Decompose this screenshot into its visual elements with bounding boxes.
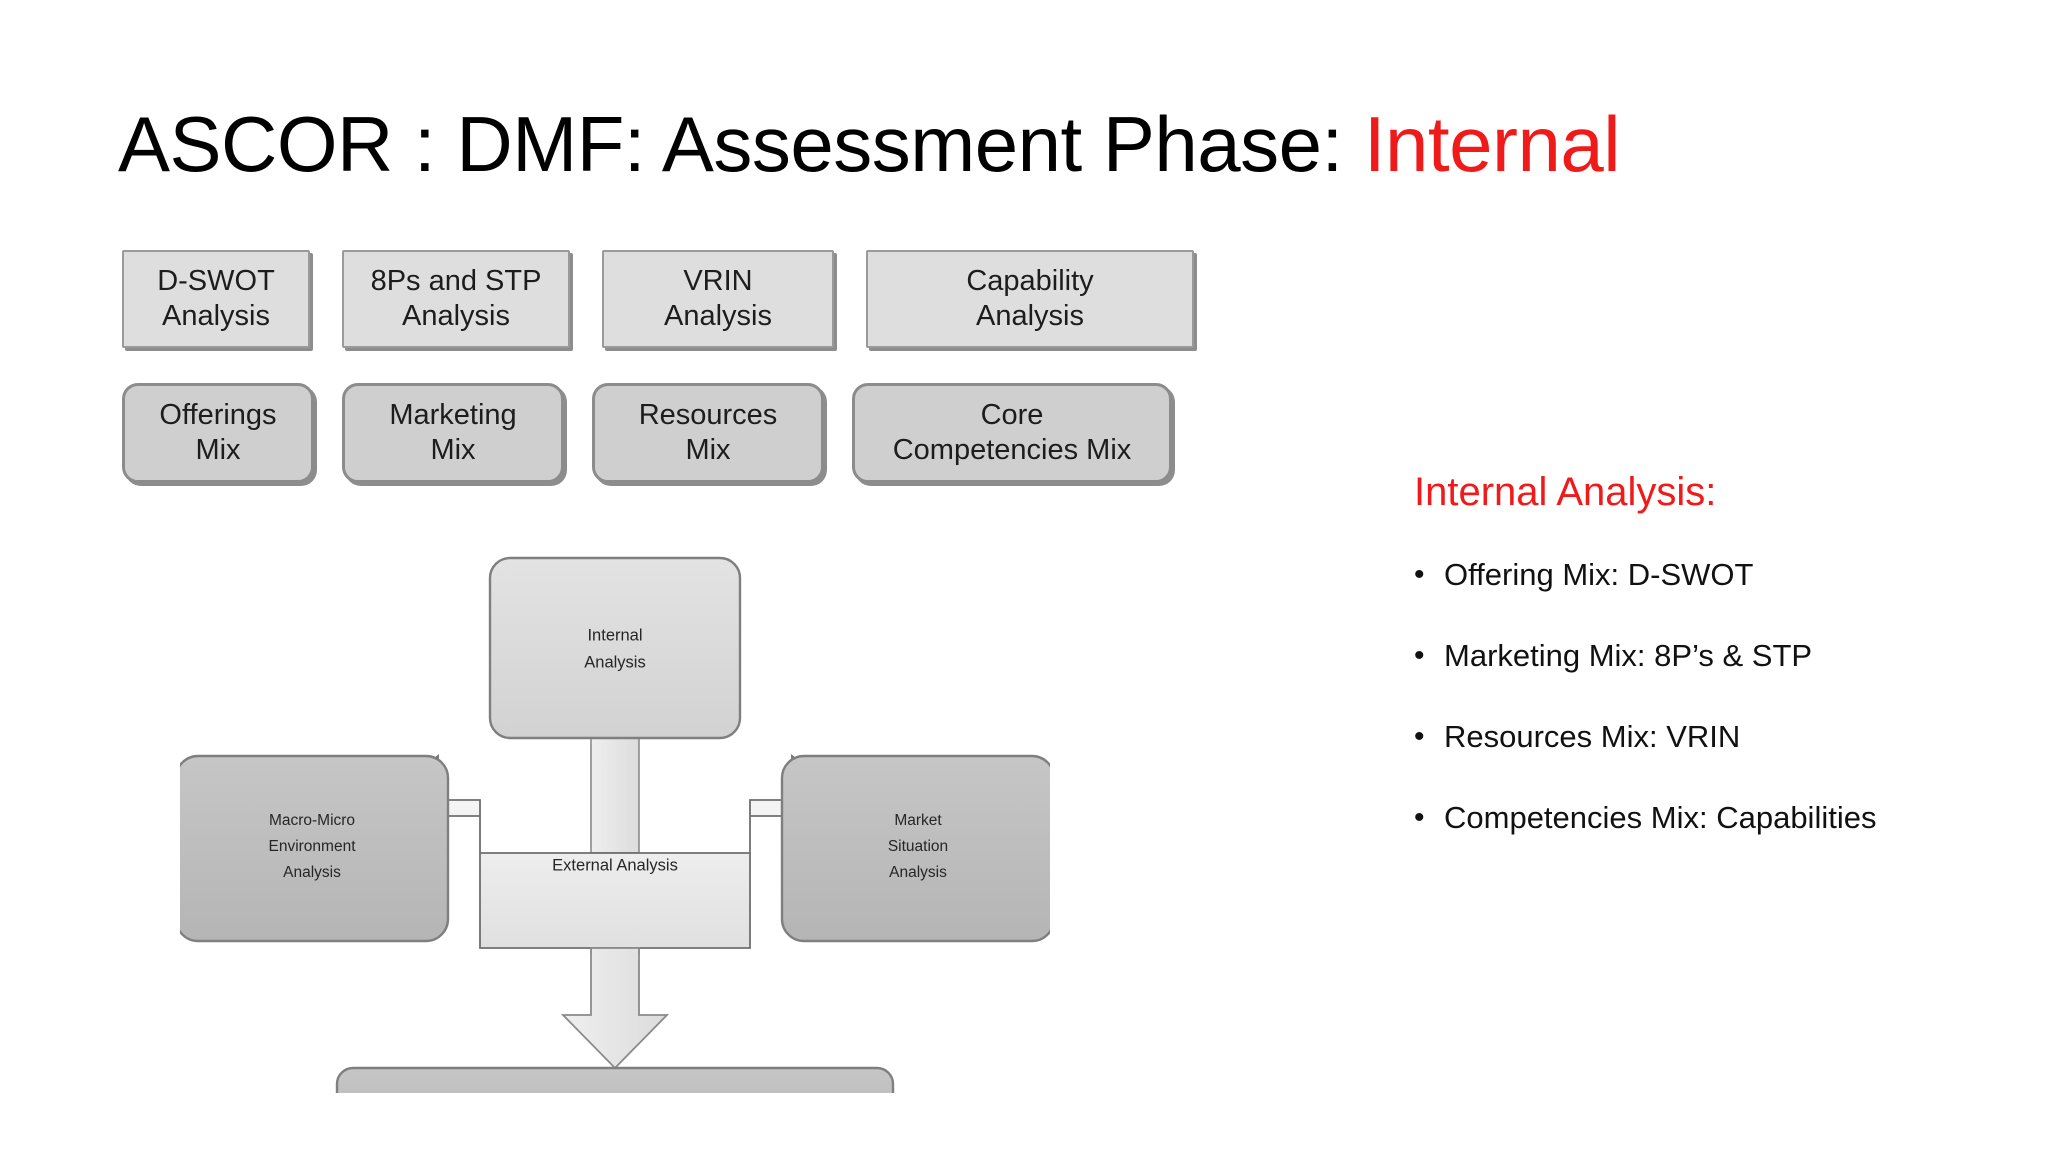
flow-node-internal-analysis: Internal Analysis bbox=[488, 556, 742, 740]
down-arrow-to-digital-presence bbox=[560, 947, 670, 1070]
page-title: ASCOR : DMF: Assessment Phase: Internal bbox=[118, 103, 1621, 186]
flow-node-label: Analysis bbox=[584, 653, 645, 671]
method-line-1: Capability bbox=[966, 264, 1094, 297]
list-item-label: Offering Mix: D-SWOT bbox=[1444, 557, 1754, 592]
bullet-icon: • bbox=[1414, 720, 1425, 753]
mix-line-1: Marketing bbox=[389, 398, 517, 431]
flow-node-label: Macro-Micro bbox=[269, 812, 355, 829]
mix-line-2: Mix bbox=[195, 434, 241, 466]
internal-analysis-panel: Internal Analysis: • Offering Mix: D-SWO… bbox=[1414, 470, 2014, 835]
mix-line-2: Mix bbox=[430, 434, 476, 466]
mix-line-2: Competencies Mix bbox=[892, 434, 1132, 466]
list-item: • Offering Mix: D-SWOT bbox=[1414, 558, 2014, 592]
flow-node-label: Situation bbox=[888, 838, 948, 855]
assessment-flow-diagram: Internal Analysis Macro-Micro Environmen… bbox=[180, 528, 1050, 1093]
flow-node-label: Analysis bbox=[283, 864, 341, 881]
page-title-main: ASCOR : DMF: Assessment Phase: bbox=[118, 100, 1364, 189]
list-item-label: Marketing Mix: 8P’s & STP bbox=[1444, 638, 1813, 673]
mix-line-1: Offerings bbox=[159, 398, 277, 431]
bullet-icon: • bbox=[1414, 801, 1425, 834]
flow-node-macro-micro: Macro-Micro Environment Analysis bbox=[180, 754, 450, 943]
list-item: • Competencies Mix: Capabilities bbox=[1414, 801, 2014, 835]
flow-node-digital-presence: Digital Presence Analysis bbox=[335, 1066, 895, 1093]
method-line-1: VRIN bbox=[683, 264, 753, 297]
flow-node-label: Environment bbox=[268, 838, 356, 855]
flow-node-label: Analysis bbox=[889, 864, 947, 881]
panel-heading: Internal Analysis: bbox=[1414, 470, 1717, 514]
mix-line-2: Mix bbox=[685, 434, 731, 466]
bullet-icon: • bbox=[1414, 639, 1425, 672]
list-item-label: Resources Mix: VRIN bbox=[1444, 719, 1741, 754]
list-item: • Resources Mix: VRIN bbox=[1414, 720, 2014, 754]
external-analysis-label: External Analysis bbox=[552, 856, 678, 874]
flow-node-label: Market bbox=[894, 812, 942, 829]
page-title-accent: Internal bbox=[1363, 100, 1621, 189]
mix-line-1: Core bbox=[980, 398, 1044, 431]
method-line-2: Analysis bbox=[402, 300, 510, 332]
flow-node-market-situation: Market Situation Analysis bbox=[780, 754, 1050, 943]
list-item-label: Competencies Mix: Capabilities bbox=[1444, 800, 1877, 835]
mix-line-1: Resources bbox=[638, 398, 778, 431]
method-line-1: D-SWOT bbox=[157, 264, 275, 297]
flow-node-label: Internal bbox=[587, 626, 642, 644]
method-line-2: Analysis bbox=[162, 300, 270, 332]
method-line-2: Analysis bbox=[976, 300, 1084, 332]
method-line-1: 8Ps and STP bbox=[370, 264, 542, 297]
list-item: • Marketing Mix: 8P’s & STP bbox=[1414, 639, 2014, 673]
bullet-icon: • bbox=[1414, 558, 1425, 591]
method-line-2: Analysis bbox=[664, 300, 772, 332]
